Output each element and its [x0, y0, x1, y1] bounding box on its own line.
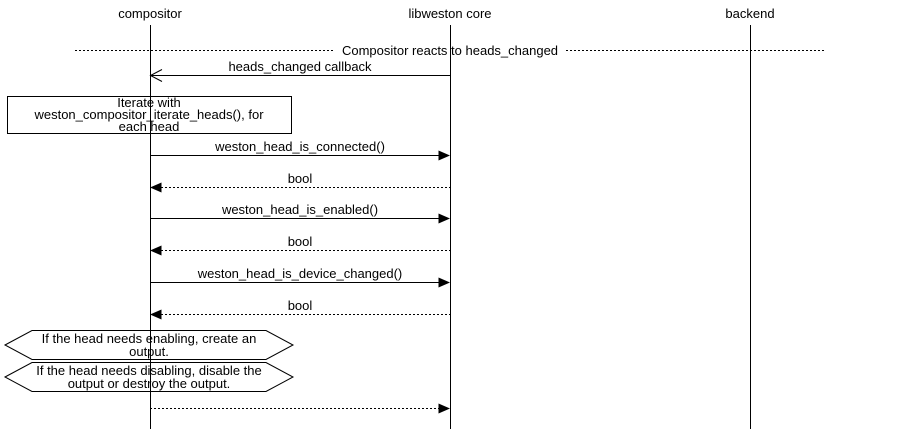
divider: Compositor reacts to heads_changed [75, 43, 825, 58]
condition-box [3, 330, 295, 360]
message-label: weston_head_is_connected() [214, 139, 385, 154]
condition-text-line: output or destroy the output. [68, 376, 231, 391]
note-text-line: weston_compositor_iterate_heads(), for [33, 107, 264, 122]
message-label: bool [288, 298, 313, 313]
filled-arrowhead-left [150, 309, 162, 320]
message-head-is-device-changed: weston_head_is_device_changed() [150, 266, 450, 288]
note-box [7, 96, 292, 134]
filled-arrowhead-right [438, 403, 450, 414]
condition-enabling: If the head needs enabling, create an ou… [3, 330, 295, 360]
note-text-line: each head [119, 119, 180, 134]
condition-box [3, 362, 295, 392]
condition-text-line: If the head needs disabling, disable the [36, 363, 262, 378]
message-label: bool [288, 234, 313, 249]
message-return-bool-3: bool [150, 298, 450, 320]
participant-label-libweston-core: libweston core [408, 6, 491, 21]
filled-arrowhead-right [438, 213, 450, 224]
condition-text-line: output. [129, 344, 169, 359]
filled-arrowhead-right [438, 277, 450, 288]
participant-label-compositor: compositor [118, 6, 182, 21]
message-final-dotted [150, 403, 450, 414]
filled-arrowhead-right [438, 150, 450, 161]
message-label: heads_changed callback [228, 59, 372, 74]
filled-arrowhead-left [150, 245, 162, 256]
note-text-line: Iterate with [117, 95, 181, 110]
participant-label-backend: backend [725, 6, 774, 21]
message-head-is-connected: weston_head_is_connected() [150, 139, 450, 161]
message-label: weston_head_is_enabled() [221, 202, 378, 217]
message-label: weston_head_is_device_changed() [197, 266, 403, 281]
divider-label: Compositor reacts to heads_changed [342, 43, 558, 58]
message-head-is-enabled: weston_head_is_enabled() [150, 202, 450, 224]
message-return-bool-1: bool [150, 171, 450, 193]
message-heads-changed-callback: heads_changed callback [149, 59, 450, 82]
message-label: bool [288, 171, 313, 186]
condition-text-line: If the head needs enabling, create an [42, 331, 257, 346]
participant-labels: compositor libweston core backend [118, 6, 774, 21]
filled-arrowhead-left [150, 182, 162, 193]
message-return-bool-2: bool [150, 234, 450, 256]
condition-disabling: If the head needs disabling, disable the… [3, 362, 295, 392]
note-iterate-heads: Iterate with weston_compositor_iterate_h… [7, 95, 292, 134]
open-arrowhead-left [149, 69, 163, 82]
lifelines [150, 25, 751, 429]
